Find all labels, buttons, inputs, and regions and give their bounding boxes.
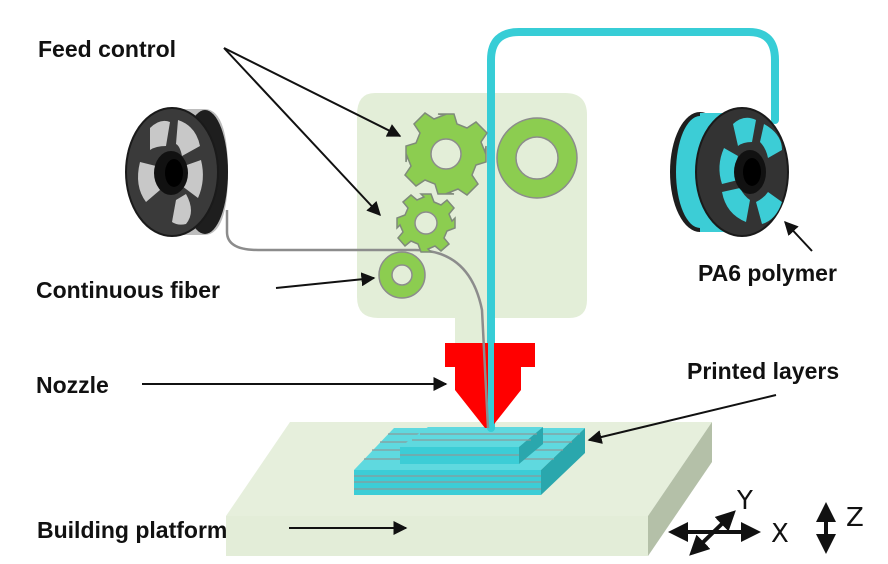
label-arrows: [142, 47, 813, 535]
y-axis-arrow-icon: [689, 510, 736, 556]
continuous-fiber-label: Continuous fiber: [36, 277, 220, 303]
axis-indicator: [668, 502, 836, 556]
printed-layers-label: Printed layers: [687, 358, 839, 384]
small-gear-icon: [396, 193, 456, 253]
fiber-roller-ring: [378, 251, 426, 299]
printed-layers: [354, 427, 585, 495]
large-gear-icon: [404, 112, 488, 196]
feed-control-arrow-2: [223, 47, 381, 217]
feed-control-arrow-1: [223, 47, 402, 137]
continuous-fiber-arrow: [275, 272, 376, 289]
polymer-arrow: [784, 220, 813, 252]
pa6-filament-path: [487, 28, 779, 432]
platform-side-face: [648, 422, 712, 556]
pinch-roller-ring: [496, 117, 578, 199]
z-axis-label: Z: [846, 503, 864, 533]
printed-layers-arrow: [587, 394, 777, 444]
continuous-fiber-path: [225, 210, 490, 429]
building-platform-label: Building platform: [37, 517, 227, 543]
fiber-spool-icon: [125, 107, 228, 237]
feed-control-label: Feed control: [38, 36, 176, 62]
polymer-spool-icon: [670, 107, 789, 237]
nozzle-label: Nozzle: [36, 372, 109, 398]
pa6-polymer-label: PA6 polymer: [698, 260, 837, 286]
x-axis-label: X: [771, 519, 789, 549]
platform-front-face: [226, 516, 648, 556]
y-axis-label: Y: [736, 486, 753, 516]
